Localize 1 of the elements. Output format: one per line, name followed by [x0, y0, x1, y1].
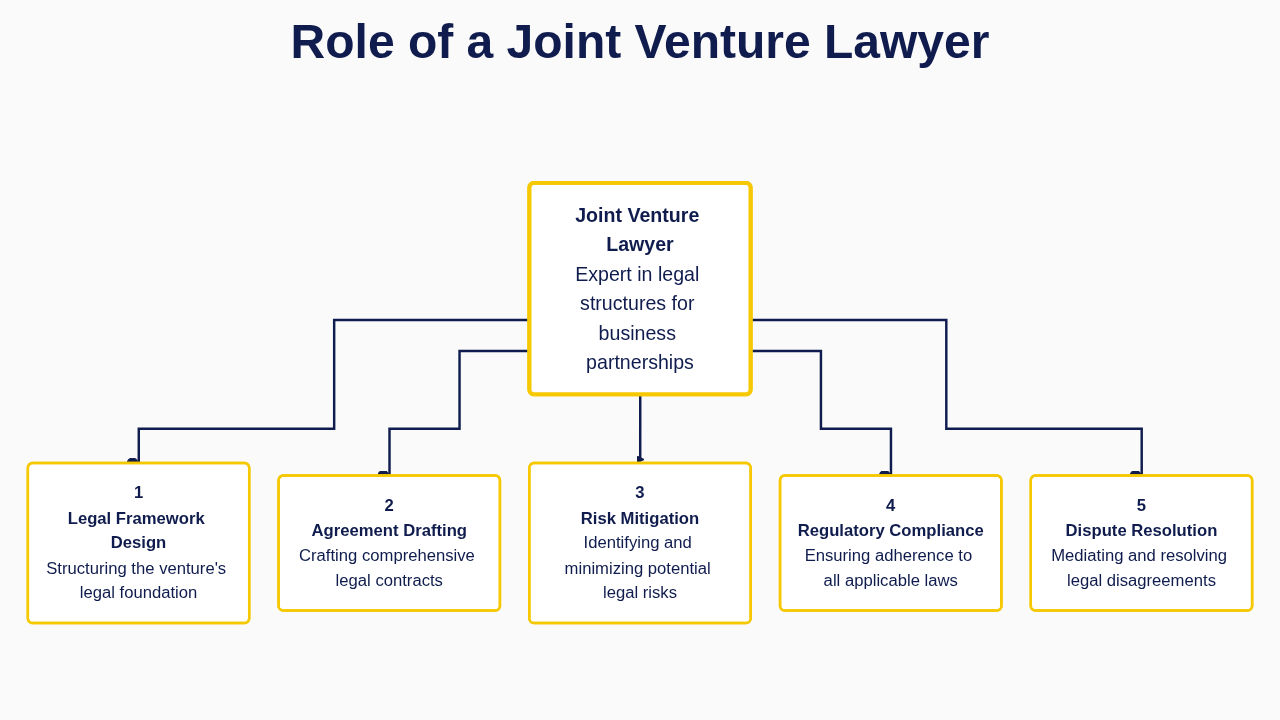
diagram-title: Role of a Joint Venture Lawyer	[289, 14, 991, 69]
